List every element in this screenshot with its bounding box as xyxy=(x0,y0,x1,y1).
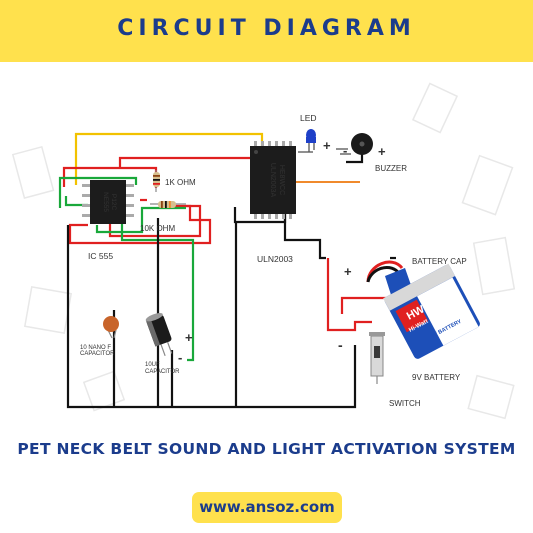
ic555-chip-text-1: NE555 xyxy=(102,192,109,212)
capacitor-10uf xyxy=(145,313,173,357)
led-minus-mark: - xyxy=(343,143,347,158)
capacitor-10uf-label-2: CAPACITOR xyxy=(145,369,180,375)
uln-chip-text-2: HE8WCC xyxy=(278,165,285,195)
resistor-10k xyxy=(150,201,186,208)
buzzer-plus-mark: + xyxy=(378,144,386,159)
led-plus-mark: + xyxy=(323,138,331,153)
slide-switch xyxy=(369,332,385,384)
resistor-1k xyxy=(153,170,160,192)
capacitor-10nf xyxy=(103,316,119,339)
switch-label: SWITCH xyxy=(389,399,421,408)
battery-cap-label: BATTERY CAP xyxy=(412,257,467,266)
wire-green xyxy=(58,176,195,362)
ic555-label: IC 555 xyxy=(88,251,113,261)
buzzer-label: BUZZER xyxy=(375,164,407,173)
battery-plus-mark: + xyxy=(344,264,352,279)
battery-label: 9V BATTERY xyxy=(412,373,461,382)
buzzer-component xyxy=(336,133,373,155)
cap-minus-mark: - xyxy=(178,350,182,365)
battery-minus-mark: - xyxy=(338,337,343,353)
capacitor-10uf-label-1: 10UF xyxy=(145,362,160,368)
project-title: PET NECK BELT SOUND AND LIGHT ACTIVATION… xyxy=(17,440,516,458)
battery-9v xyxy=(383,263,480,359)
ic555-chip-text-2: P12C xyxy=(110,194,117,211)
circuit-diagram: ULN2003A HE8WCC NE555 P12C xyxy=(11,82,516,420)
background-watermark xyxy=(11,82,516,420)
uln-chip-text-1: ULN2003A xyxy=(269,163,276,198)
capacitor-10nf-label-2: CAPACITOR xyxy=(80,351,115,357)
website-link[interactable]: www.ansoz.com xyxy=(192,492,342,523)
page-title: CIRCUIT DIAGRAM xyxy=(117,16,416,41)
resistor-10k-label: 10K OHM xyxy=(140,224,175,233)
header-banner xyxy=(0,0,533,62)
wire-orange xyxy=(291,176,360,183)
capacitor-10nf-label-1: 10 NANO F xyxy=(80,345,111,351)
ic555-chip xyxy=(82,180,134,224)
uln2003-label: ULN2003 xyxy=(257,254,293,264)
led-component xyxy=(298,129,316,153)
cap-plus-mark: + xyxy=(185,330,193,345)
uln2003-chip xyxy=(250,141,296,219)
led-label: LED xyxy=(300,113,317,123)
resistor-1k-label: 1K OHM xyxy=(165,178,196,187)
